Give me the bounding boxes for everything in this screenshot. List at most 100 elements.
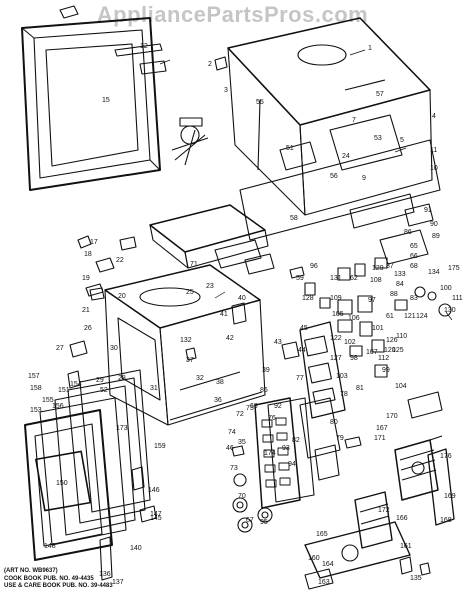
- part-label: 105: [332, 311, 344, 318]
- part-label: 58: [290, 215, 298, 222]
- part-label: 40: [238, 295, 246, 302]
- part-label: 96: [310, 263, 318, 270]
- part-label: 21: [82, 307, 90, 314]
- part-label: 87: [386, 263, 394, 270]
- part-label: 97: [368, 297, 376, 304]
- part-label: 10: [430, 165, 438, 172]
- part-label: 94: [288, 461, 296, 468]
- part-label: 169: [444, 493, 456, 500]
- part-label: 79: [336, 435, 344, 442]
- part-label: 91: [424, 207, 432, 214]
- part-label: 166: [396, 515, 408, 522]
- part-label: 23: [206, 283, 214, 290]
- part-label: 73: [230, 465, 238, 472]
- part-label: 37: [186, 357, 194, 364]
- part-label: 80: [330, 419, 338, 426]
- part-label: 103: [336, 373, 348, 380]
- part-label: 160: [308, 555, 320, 562]
- part-label: 172: [378, 507, 390, 514]
- part-label: 112: [378, 355, 389, 362]
- oven-cavity-part: [89, 264, 266, 426]
- part-label: 18: [84, 251, 92, 258]
- part-label: 76: [268, 415, 276, 422]
- part-label: 140: [130, 545, 142, 552]
- cook-book-pub: COOK BOOK PUB. NO. 49-4435: [4, 575, 94, 582]
- switch-components: [281, 203, 452, 378]
- part-label: 92: [274, 403, 282, 410]
- fan-assembly-part: [171, 117, 209, 166]
- part-label: 137: [112, 579, 124, 586]
- part-label: 35: [238, 439, 246, 446]
- part-label: 39: [262, 367, 270, 374]
- part-label: 52: [100, 387, 108, 394]
- part-label: 99: [382, 367, 390, 374]
- part-label: 136: [99, 571, 111, 578]
- part-label: 66: [410, 253, 418, 260]
- part-label: 151: [58, 387, 70, 394]
- part-label: 168: [440, 517, 452, 524]
- part-label: 19: [82, 275, 90, 282]
- part-label: 153: [30, 407, 42, 414]
- part-label: 69: [250, 403, 258, 410]
- publication-caption: (ART NO. WB9637) COOK BOOK PUB. NO. 49-4…: [4, 568, 154, 591]
- part-label: 131: [330, 275, 342, 282]
- part-label: 133: [394, 271, 406, 278]
- part-label: 155: [42, 397, 54, 404]
- part-label: 109: [330, 295, 342, 302]
- control-panel-part: [231, 397, 315, 533]
- part-label: 77: [296, 375, 304, 382]
- part-label: 27: [56, 345, 64, 352]
- part-label: 135: [410, 575, 422, 582]
- part-label: 110: [396, 333, 407, 340]
- part-label: 90: [430, 221, 438, 228]
- part-label: 59: [296, 275, 304, 282]
- part-label: 159: [154, 443, 166, 450]
- part-label: 106: [348, 315, 360, 322]
- part-label: 78: [340, 391, 348, 398]
- part-label: 167: [376, 425, 388, 432]
- part-label: 100: [440, 285, 452, 292]
- part-label: 46: [226, 445, 234, 452]
- part-label: 124: [416, 313, 428, 320]
- part-label: 95: [260, 519, 268, 526]
- part-label: 165: [316, 531, 328, 538]
- part-label: 41: [220, 311, 228, 318]
- part-label: 30: [110, 345, 118, 352]
- part-label: 22: [116, 257, 124, 264]
- part-label: 24: [342, 153, 350, 160]
- outer-case-part: [214, 17, 441, 241]
- part-label: 174: [264, 450, 276, 457]
- part-label: 15: [102, 97, 110, 104]
- part-label: 121: [404, 313, 416, 320]
- part-label: 148: [44, 543, 56, 550]
- part-label: 51: [286, 145, 294, 152]
- part-label: 158: [30, 385, 42, 392]
- part-label: 25: [186, 289, 194, 296]
- part-label: 9: [362, 175, 366, 182]
- part-label: 70: [238, 493, 246, 500]
- art-number: (ART NO. WB9637): [4, 568, 58, 574]
- part-label: 74: [228, 429, 236, 436]
- part-label: 67: [246, 517, 254, 524]
- part-label: 171: [374, 435, 386, 442]
- part-label: 83: [410, 295, 418, 302]
- part-label: 4: [432, 113, 436, 120]
- part-label: 120: [384, 347, 396, 354]
- part-label: 56: [330, 173, 338, 180]
- part-label: 164: [322, 561, 334, 568]
- part-label: 75: [246, 405, 254, 412]
- part-label: 101: [372, 325, 384, 332]
- part-label: 68: [410, 263, 418, 270]
- watermark: AppliancePartsPros.com: [96, 2, 369, 27]
- part-label: 65: [410, 243, 418, 250]
- base-plate-part: [304, 521, 431, 590]
- part-label: 146: [148, 487, 160, 494]
- part-label: 38: [216, 379, 224, 386]
- part-label: 32: [196, 375, 204, 382]
- part-label: 150: [56, 480, 68, 487]
- interlock-parts: [67, 235, 115, 389]
- door-panels-part: [24, 369, 157, 581]
- part-label: 86: [404, 229, 412, 236]
- part-label: 20: [118, 293, 126, 300]
